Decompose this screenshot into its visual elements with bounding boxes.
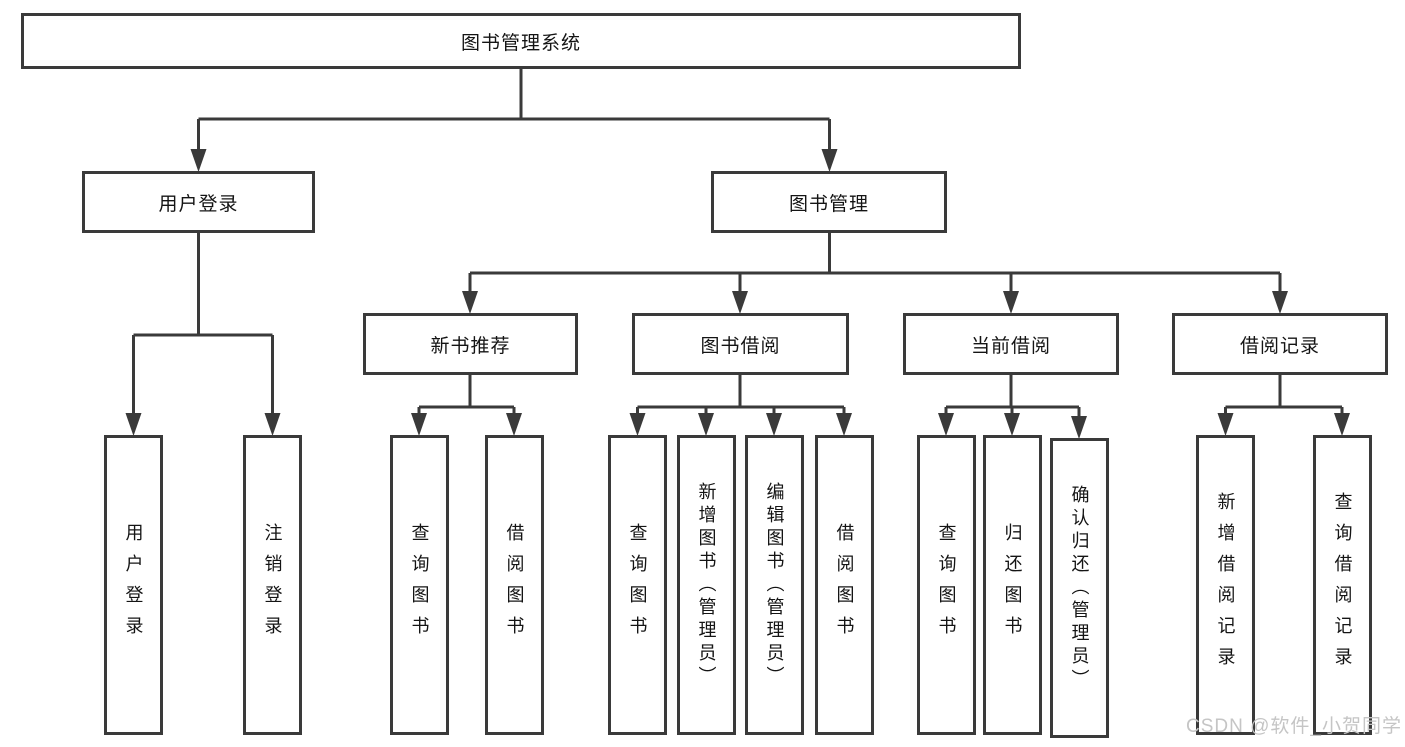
node-current-borrow-label: 当前借阅 [970, 335, 1051, 357]
node-user-login-label: 用户登录 [158, 193, 239, 215]
leaf-query-books-recommend-label: 查询图书 [409, 523, 430, 647]
watermark: CSDN @软件_小贺同学 [1186, 716, 1402, 737]
leaf-query-books-recommend: 查询图书 [390, 435, 449, 735]
connector-newbook-to-leaves [417, 375, 516, 415]
leaf-query-borrow-record: 查询借阅记录 [1313, 435, 1372, 735]
node-current-borrow: 当前借阅 [903, 313, 1119, 375]
leaf-confirm-return-admin: 确认归还（管理员） [1050, 438, 1109, 738]
leaf-add-borrow-record: 新增借阅记录 [1196, 435, 1255, 735]
leaf-query-books-current-label: 查询图书 [936, 523, 957, 647]
leaf-user-login-label: 用户登录 [123, 523, 144, 647]
leaf-return-book-label: 归还图书 [1002, 523, 1023, 647]
leaf-confirm-return-admin-label: 确认归还（管理员） [1069, 484, 1090, 692]
leaf-add-book-admin-label: 新增图书（管理员） [696, 481, 717, 689]
leaf-add-borrow-record-label: 新增借阅记录 [1215, 492, 1236, 678]
node-book-management: 图书管理 [711, 171, 947, 233]
leaf-borrow-books-recommend-label: 借阅图书 [504, 523, 525, 647]
leaf-logout-label: 注销登录 [262, 523, 283, 647]
connector-currentborrow-to-leaves [944, 375, 1081, 418]
leaf-query-books-borrow-label: 查询图书 [627, 523, 648, 647]
node-root-library-system: 图书管理系统 [21, 13, 1021, 69]
node-book-borrow: 图书借阅 [632, 313, 849, 375]
connector-bookmgmt-to-level3 [468, 233, 1282, 293]
node-book-borrow-label: 图书借阅 [700, 335, 781, 357]
leaf-edit-book-admin-label: 编辑图书（管理员） [764, 481, 785, 689]
leaf-add-book-admin: 新增图书（管理员） [677, 435, 736, 735]
node-new-book-recommend-label: 新书推荐 [430, 335, 511, 357]
connector-bookborrow-to-leaves [636, 375, 846, 415]
leaf-edit-book-admin: 编辑图书（管理员） [745, 435, 804, 735]
connector-root-to-level2 [197, 68, 831, 151]
leaf-return-book: 归还图书 [983, 435, 1042, 735]
leaf-borrow-books-recommend: 借阅图书 [485, 435, 544, 735]
arrowheads [125, 149, 1350, 439]
node-user-login: 用户登录 [82, 171, 315, 233]
leaf-logout: 注销登录 [243, 435, 302, 735]
node-borrow-records: 借阅记录 [1172, 313, 1388, 375]
node-borrow-records-label: 借阅记录 [1239, 335, 1320, 357]
leaf-borrow-books-borrow: 借阅图书 [815, 435, 874, 735]
leaf-query-books-current: 查询图书 [917, 435, 976, 735]
node-new-book-recommend: 新书推荐 [363, 313, 578, 375]
connector-userlogin-to-leaves [132, 233, 274, 415]
leaf-query-borrow-record-label: 查询借阅记录 [1332, 492, 1353, 678]
node-root-label: 图书管理系统 [460, 32, 581, 54]
node-book-management-label: 图书管理 [788, 193, 869, 215]
leaf-borrow-books-borrow-label: 借阅图书 [834, 523, 855, 647]
connector-borrowrecords-to-leaves [1224, 375, 1344, 415]
leaf-user-login: 用户登录 [104, 435, 163, 735]
leaf-query-books-borrow: 查询图书 [608, 435, 667, 735]
